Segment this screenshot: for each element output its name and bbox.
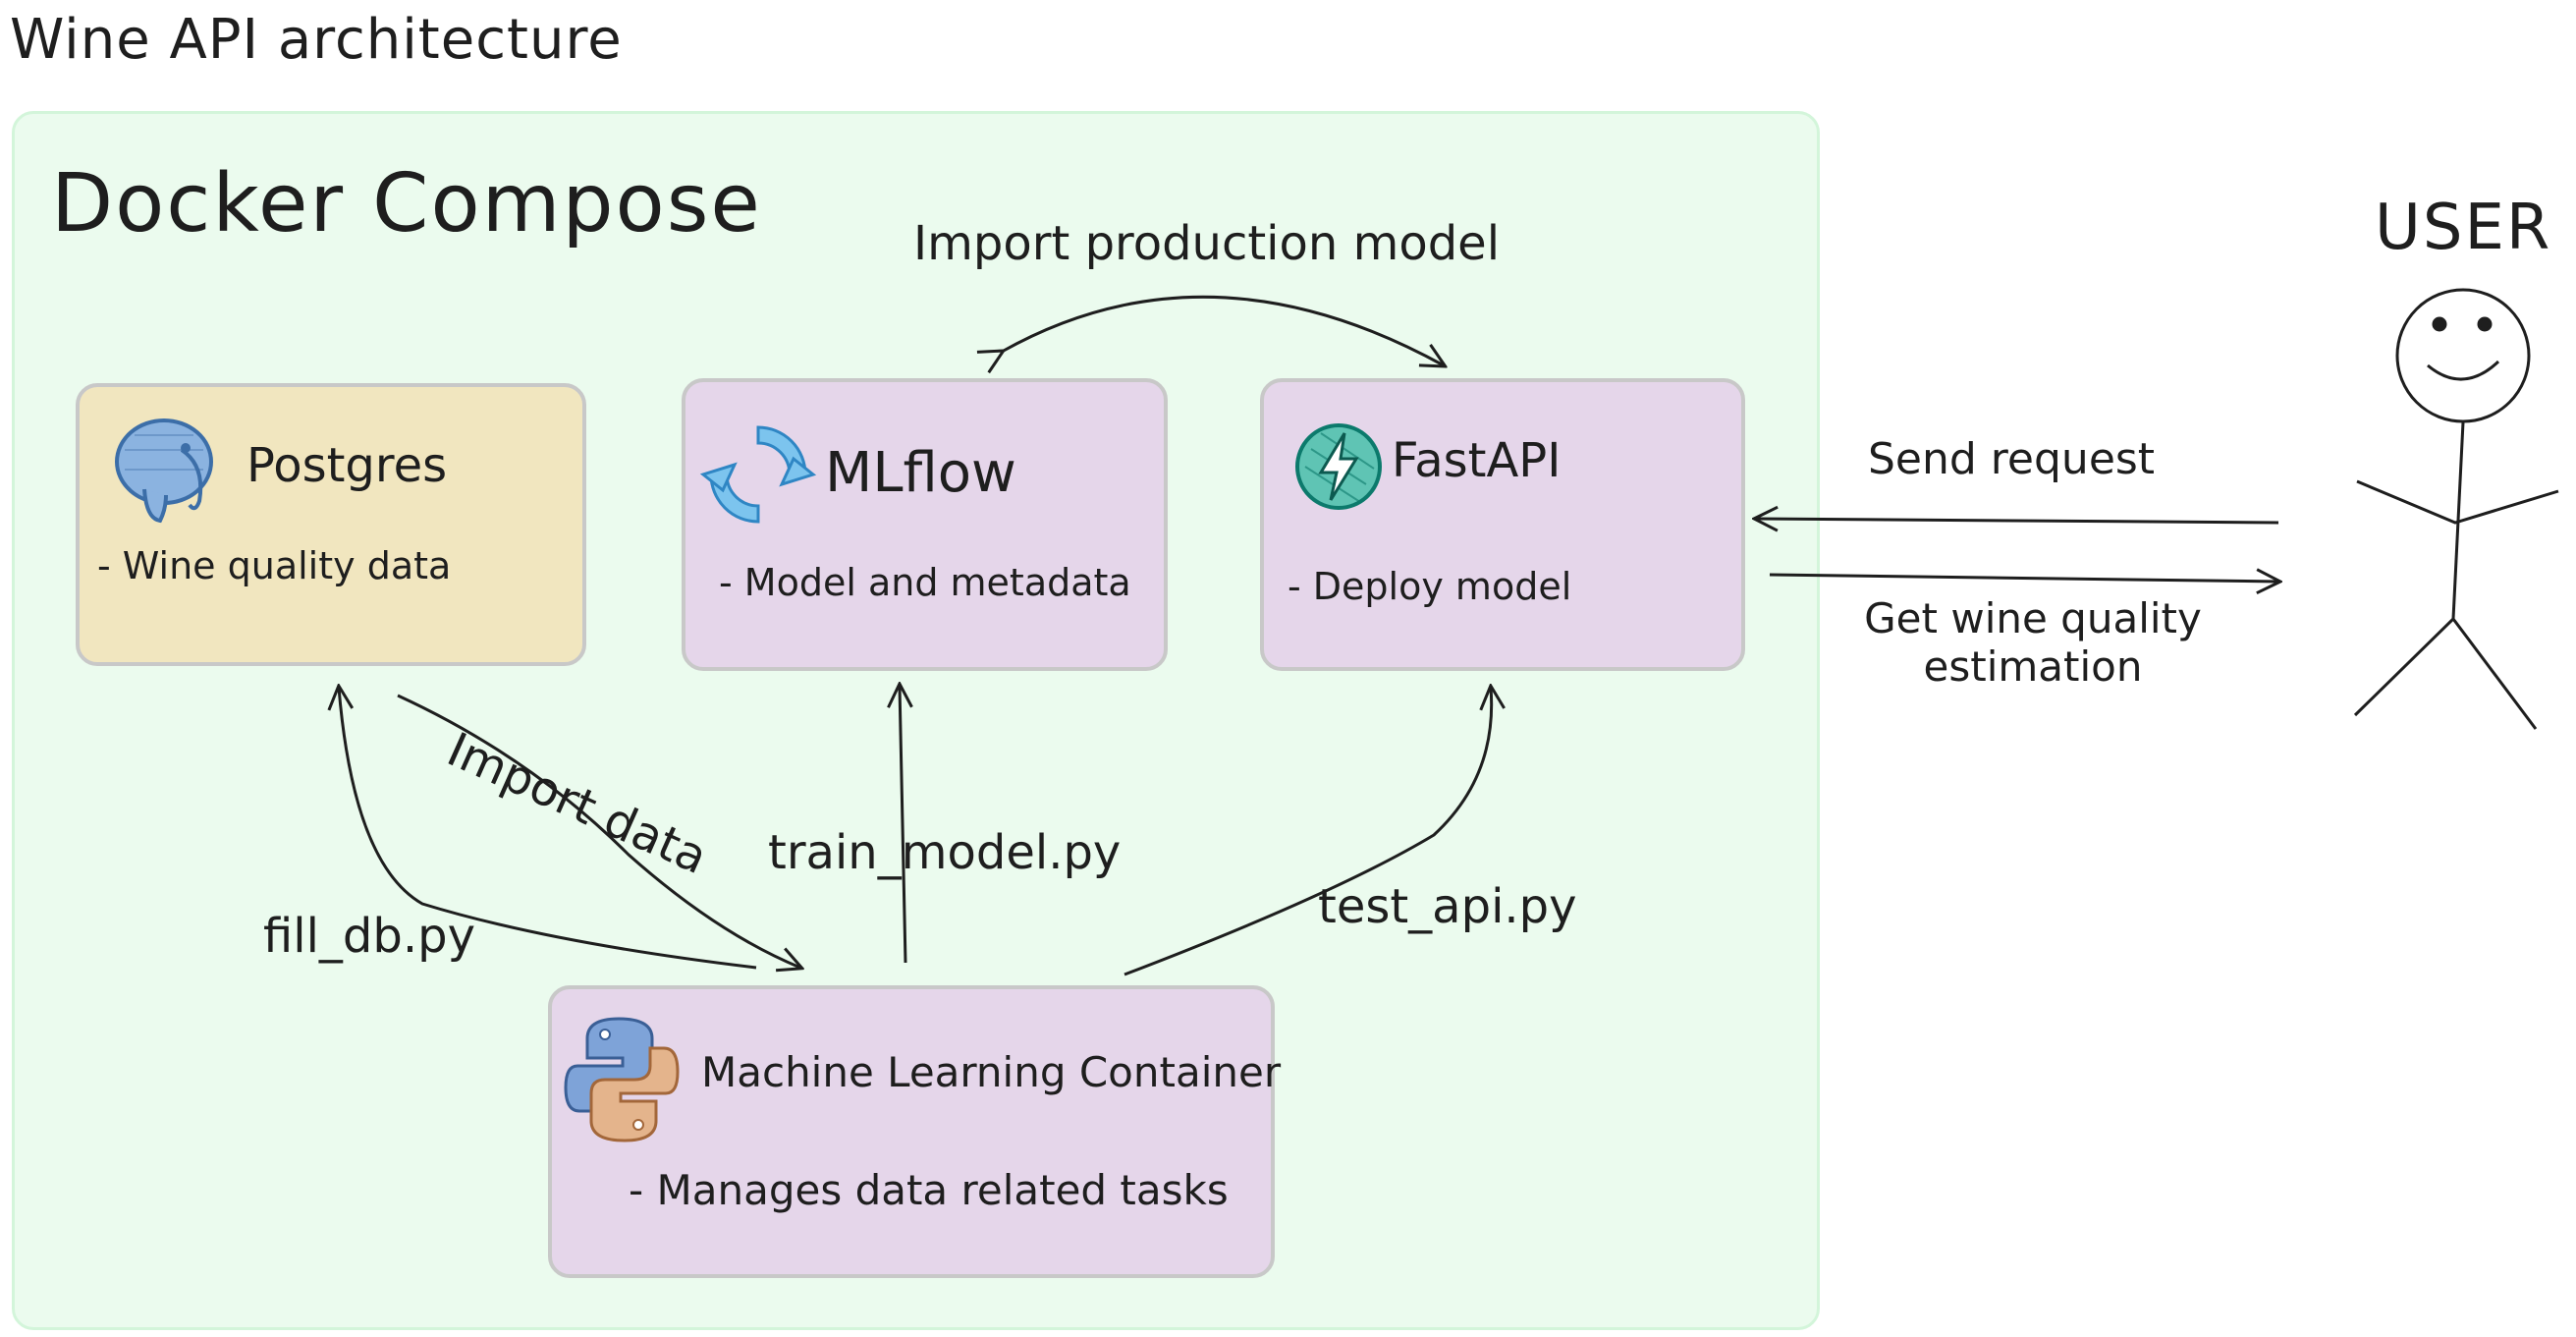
docker-compose-title: Docker Compose (51, 157, 762, 251)
ml-container-description: - Manages data related tasks (629, 1166, 1229, 1214)
mlflow-description: - Model and metadata (719, 561, 1131, 604)
label-get-estimation-line2: estimation (1923, 642, 2143, 691)
label-get-estimation: Get wine quality estimation (1846, 594, 2220, 691)
arrow-get-estimation (1769, 575, 2278, 582)
arrow-test-api (1124, 688, 1492, 976)
ml-container-title: Machine Learning Container (701, 1048, 1282, 1096)
postgres-elephant-icon (115, 418, 213, 524)
user-label: USER (2375, 192, 2552, 264)
arrow-train-model (900, 686, 905, 964)
postgres-box[interactable]: Postgres - Wine quality data (76, 383, 586, 666)
label-test-api: test_api.py (1318, 879, 1577, 934)
arrow-send-request (1756, 519, 2279, 523)
fastapi-title: FastAPI (1392, 433, 1562, 488)
arrow-import-data (397, 694, 800, 968)
user-stick-figure (2353, 288, 2559, 730)
label-train-model: train_model.py (768, 825, 1122, 880)
arrow-import-production-model (1002, 295, 1444, 365)
label-get-estimation-line1: Get wine quality (1864, 594, 2202, 642)
diagram-title: Wine API architecture (10, 8, 623, 72)
fastapi-box[interactable]: FastAPI - Deploy model (1260, 378, 1745, 671)
ml-container-box[interactable]: Machine Learning Container - Manages dat… (548, 985, 1281, 1278)
mlflow-title: MLflow (825, 441, 1016, 505)
postgres-title: Postgres (247, 438, 448, 493)
fastapi-description: - Deploy model (1288, 565, 1572, 608)
fastapi-bolt-icon (1295, 423, 1382, 510)
python-logo-icon (564, 1017, 680, 1142)
label-import-production-model: Import production model (913, 216, 1501, 271)
label-send-request: Send request (1868, 434, 2156, 484)
label-fill-db: fill_db.py (263, 909, 475, 964)
mlflow-box[interactable]: MLflow - Model and metadata (682, 378, 1168, 671)
postgres-description: - Wine quality data (97, 544, 452, 587)
mlflow-refresh-icon (699, 425, 817, 524)
arrow-fill-db (339, 688, 757, 970)
